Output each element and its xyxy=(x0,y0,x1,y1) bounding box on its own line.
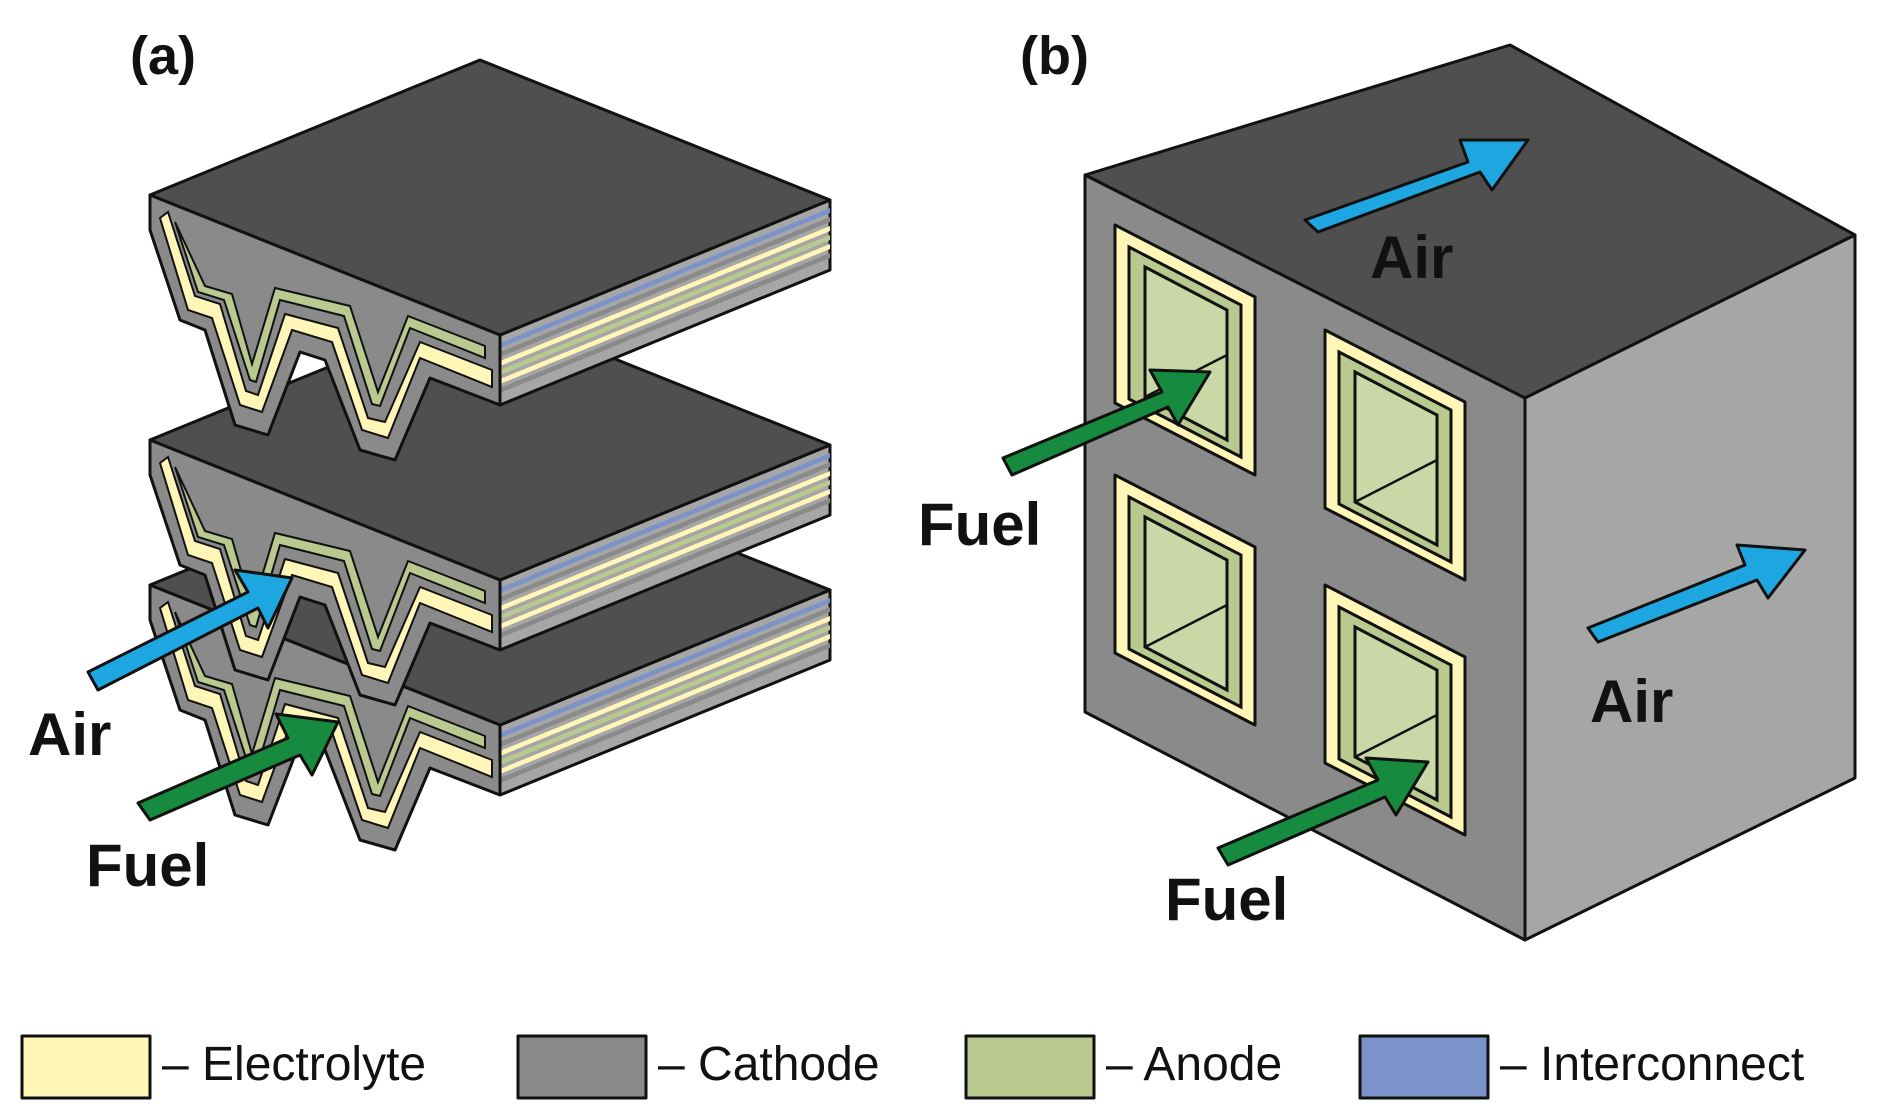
air-arrow-icon xyxy=(86,568,294,692)
channel-edge xyxy=(1354,458,1438,504)
layer-edge-stripe xyxy=(500,634,830,774)
legend-swatch-anode xyxy=(964,1034,1096,1100)
legend-label: – Electrolyte xyxy=(162,1038,426,1091)
legend-item-anode: – Anode xyxy=(964,1034,1282,1100)
legend-swatch-electrolyte xyxy=(20,1034,152,1100)
legend-item-cathode: – Cathode xyxy=(516,1034,880,1100)
air-arrow-icon xyxy=(1303,138,1530,234)
legend-item-interconnect: – Interconnect xyxy=(1358,1034,1804,1100)
layer-edge-stripe xyxy=(500,489,830,629)
layer-edge-stripe xyxy=(500,598,830,738)
legend: – Electrolyte – Cathode – Anode – Interc… xyxy=(20,1034,1804,1100)
channel-cavity xyxy=(1353,624,1439,803)
stack-layer-top xyxy=(148,58,832,462)
fuel-arrow-icon xyxy=(1001,368,1212,477)
panel-a: (a) xyxy=(28,26,832,899)
panel-b: (b) Air Air Fuel xyxy=(918,26,1857,942)
channel-cavity xyxy=(1143,514,1229,693)
layer-edge-stripe xyxy=(500,616,830,756)
channel-top-right xyxy=(1323,328,1467,582)
layer-edge-stripe xyxy=(500,217,830,357)
layer-edge-stripe xyxy=(500,226,830,366)
legend-swatch-cathode xyxy=(516,1034,648,1100)
fuel-arrow-icon xyxy=(1216,756,1430,867)
legend-label: – Cathode xyxy=(658,1038,880,1091)
layer-edge-stripe xyxy=(500,480,830,620)
layer-edge-stripe xyxy=(500,253,830,393)
air-arrow-icon xyxy=(1586,543,1807,644)
layer-edge-stripe xyxy=(500,471,830,611)
legend-item-electrolyte: – Electrolyte xyxy=(20,1034,426,1100)
layer-side-stripes xyxy=(500,598,830,783)
panel-a-air-label: Air xyxy=(28,701,111,768)
layer-edge-stripe xyxy=(500,244,830,384)
panel-b-air-top-label: Air xyxy=(1370,224,1453,291)
layer-edge-stripe xyxy=(500,235,830,375)
panel-a-label: (a) xyxy=(130,26,196,86)
channel-bottom-left xyxy=(1113,473,1257,727)
layer-edge-stripe xyxy=(500,498,830,638)
fuel-arrow-icon xyxy=(136,712,340,822)
stack-layer-middle xyxy=(148,303,832,707)
panel-b-air-side-label: Air xyxy=(1590,668,1673,735)
legend-label: – Anode xyxy=(1106,1038,1282,1091)
panel-b-fuel-bottom-label: Fuel xyxy=(1165,866,1288,933)
layer-edge-stripe xyxy=(500,462,830,602)
electrolyte-band xyxy=(158,210,493,440)
legend-swatch-interconnect xyxy=(1358,1034,1490,1100)
channel-cavity xyxy=(1353,369,1439,548)
panel-b-label: (b) xyxy=(1020,26,1089,86)
layer-edge-stripe xyxy=(500,607,830,747)
layer-edge-stripe xyxy=(500,208,830,348)
layer-side-stripes xyxy=(500,453,830,638)
layer-edge-stripe xyxy=(500,453,830,593)
channel-edge xyxy=(1144,603,1228,649)
channel-edge xyxy=(1354,713,1438,759)
panel-b-fuel-top-label: Fuel xyxy=(918,491,1041,558)
anode-band xyxy=(174,221,486,408)
legend-label: – Interconnect xyxy=(1500,1038,1804,1091)
layer-edge-stripe xyxy=(500,643,830,783)
layer-edge-stripe xyxy=(500,625,830,765)
layer-side-stripes xyxy=(500,208,830,393)
panel-a-fuel-label: Fuel xyxy=(86,832,209,899)
